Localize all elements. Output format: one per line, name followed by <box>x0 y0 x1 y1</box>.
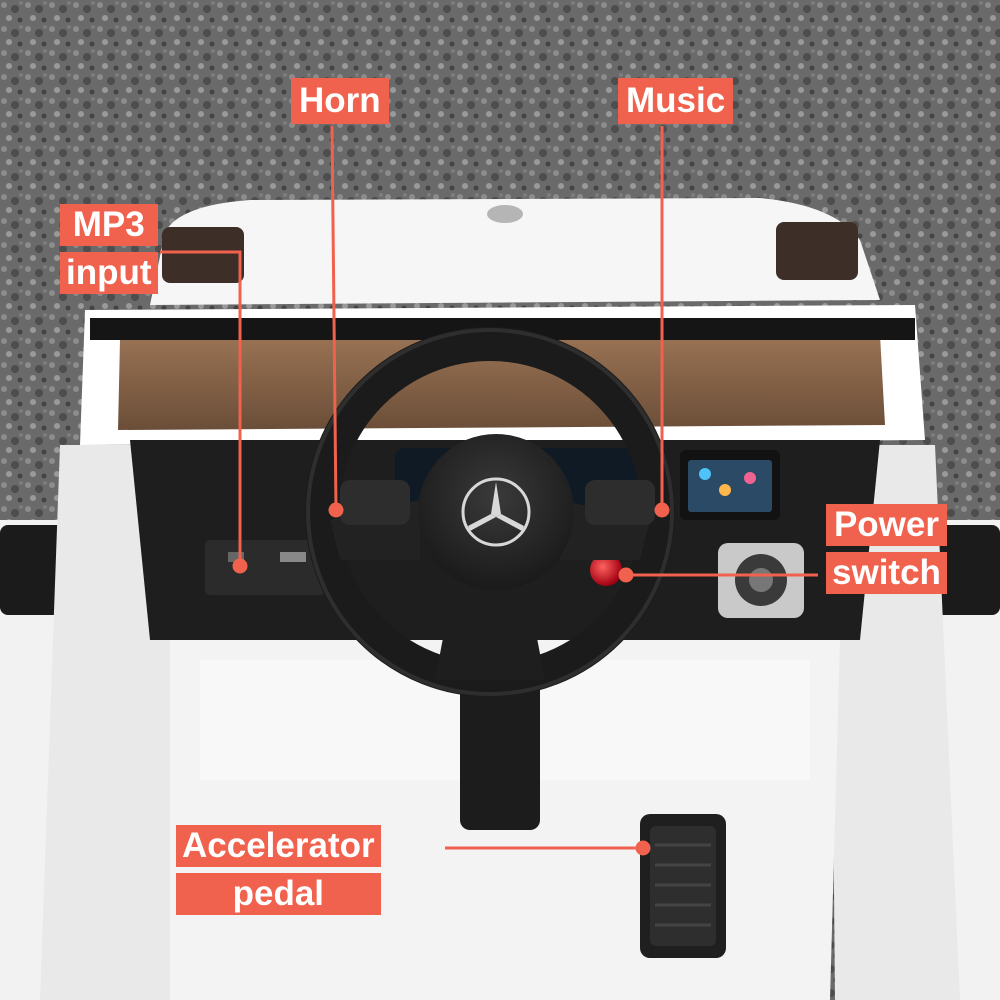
usb-port <box>280 552 306 562</box>
mp3-input-callout: MP3 input <box>52 202 166 302</box>
music-callout: Music <box>610 76 741 126</box>
media-screen-display <box>688 460 772 512</box>
pedal-icon <box>640 814 726 958</box>
power-switch-knob <box>590 554 622 586</box>
power-label-line2: switch <box>826 552 947 594</box>
mp3-label-line1: MP3 <box>60 204 158 246</box>
mp3-leader-line <box>160 250 242 566</box>
power-switch-callout: Power switch <box>818 502 955 602</box>
steering-column <box>460 660 540 830</box>
accel-label-line2: pedal <box>176 873 381 915</box>
mp3-label-line2: input <box>60 252 158 294</box>
horn-label: Horn <box>291 78 389 124</box>
left-hood-light <box>162 227 244 283</box>
cabin-left-side <box>40 445 175 1000</box>
hood-emblem <box>487 205 523 223</box>
callout-lines <box>160 125 818 856</box>
mp3-panel <box>205 540 325 595</box>
right-mirror <box>930 525 1000 615</box>
horn-callout: Horn <box>283 76 397 126</box>
accelerator-pedal-callout: Accelerator pedal <box>168 823 389 923</box>
mp3-jack <box>228 552 244 562</box>
accel-label-line1: Accelerator <box>176 825 381 867</box>
horn-leader-line <box>330 125 338 511</box>
windshield-glass <box>118 335 885 430</box>
power-label-line1: Power <box>826 504 947 546</box>
right-hood-light <box>776 222 858 280</box>
music-label: Music <box>618 78 734 124</box>
mercedes-star-icon <box>461 477 531 547</box>
